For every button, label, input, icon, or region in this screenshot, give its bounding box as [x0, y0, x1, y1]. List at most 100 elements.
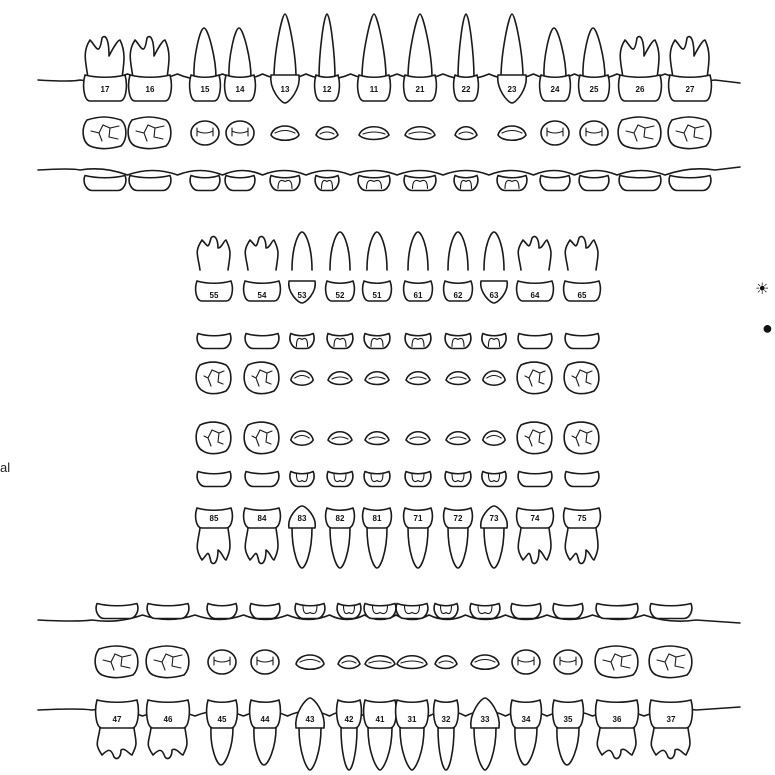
tooth-root — [620, 37, 659, 78]
occlusal-surface — [146, 646, 189, 678]
tooth-number: 73 — [490, 514, 499, 523]
occlusal-surface — [365, 432, 389, 445]
teeth: 1716151413121121222324252627555453525161… — [83, 14, 711, 770]
tooth-root — [85, 37, 124, 78]
tooth-number: 37 — [667, 715, 676, 724]
lingual-crown — [270, 176, 300, 191]
occlusal-surface — [128, 117, 171, 149]
occlusal-surface — [406, 432, 430, 445]
tooth-number: 44 — [261, 715, 270, 724]
lingual-crown — [245, 334, 279, 349]
tooth-root — [518, 528, 551, 564]
lingual-crown — [327, 334, 353, 349]
tooth-root — [274, 14, 296, 78]
lingual-crown — [337, 604, 361, 619]
lingual-crown — [579, 176, 609, 191]
occlusal-surface — [595, 646, 638, 678]
tooth-number: 72 — [454, 514, 463, 523]
tooth-root — [367, 232, 387, 270]
occlusal-surface — [455, 127, 477, 140]
tooth-number: 81 — [373, 514, 382, 523]
tooth-root — [211, 728, 233, 765]
tooth-root — [245, 236, 278, 270]
occlusal-surface — [316, 127, 338, 140]
occlusal-surface — [359, 127, 389, 140]
lingual-crown — [290, 334, 314, 349]
tooth-root — [474, 728, 496, 770]
tooth-number: 27 — [686, 85, 695, 94]
tooth-root — [448, 528, 468, 568]
lingual-crown — [511, 604, 541, 619]
occlusal-surface — [435, 656, 457, 669]
occlusal-surface — [483, 371, 505, 385]
occlusal-surface — [338, 656, 360, 669]
tooth-root — [565, 236, 598, 270]
tooth-root — [484, 528, 504, 568]
tooth-root — [484, 232, 504, 270]
tooth-number: 61 — [414, 291, 423, 300]
lingual-crown — [540, 176, 570, 191]
tooth-number: 41 — [376, 715, 385, 724]
tooth-number: 83 — [298, 514, 307, 523]
occlusal-surface — [328, 372, 352, 385]
tooth-root — [515, 728, 537, 765]
tooth-number: 17 — [101, 85, 110, 94]
tooth-root — [130, 37, 169, 78]
tooth-number: 63 — [490, 291, 499, 300]
occlusal-surface — [83, 117, 126, 149]
lingual-crown — [358, 176, 390, 191]
lingual-crown — [497, 176, 527, 191]
occlusal-surface — [405, 127, 435, 140]
tooth-root — [448, 232, 468, 270]
lingual-crown — [669, 176, 711, 191]
lingual-crown — [405, 334, 431, 349]
tooth-number: 74 — [531, 514, 540, 523]
tooth-number: 43 — [306, 715, 315, 724]
occlusal-surface — [517, 422, 552, 454]
lingual-crown — [245, 472, 279, 487]
lingual-crown — [96, 604, 138, 619]
occlusal-surface — [446, 372, 470, 385]
tooth-number: 54 — [258, 291, 267, 300]
occlusal-surface — [365, 656, 395, 669]
tooth-number: 24 — [551, 85, 560, 94]
tooth-root — [544, 28, 566, 78]
tooth-root — [518, 236, 551, 270]
lingual-crown — [518, 472, 552, 487]
tooth-number: 42 — [345, 715, 354, 724]
tooth-number: 46 — [164, 715, 173, 724]
tooth-number: 22 — [462, 85, 471, 94]
lingual-crown — [482, 334, 506, 349]
occlusal-surface — [483, 431, 505, 445]
occlusal-surface — [365, 372, 389, 385]
tooth-number: 13 — [281, 85, 290, 94]
lingual-crown — [565, 334, 599, 349]
tooth-root — [557, 728, 579, 765]
occlusal-surface — [517, 362, 552, 394]
tooth-number: 25 — [590, 85, 599, 94]
tooth-number: 84 — [258, 514, 267, 523]
tooth-root — [148, 728, 187, 759]
tooth-root — [400, 728, 424, 770]
tooth-root — [501, 14, 523, 78]
tooth-root — [341, 728, 357, 770]
lingual-crown — [565, 472, 599, 487]
occlusal-surface — [95, 646, 138, 678]
tooth-number: 35 — [564, 715, 573, 724]
occlusal-surface — [446, 432, 470, 445]
tooth-root — [565, 528, 598, 564]
tooth-number: 16 — [146, 85, 155, 94]
tooth-root — [670, 37, 709, 78]
tooth-number: 23 — [508, 85, 517, 94]
occlusal-surface — [397, 656, 427, 669]
lingual-crown — [364, 472, 390, 487]
tooth-number: 36 — [613, 715, 622, 724]
tooth-root — [299, 728, 321, 770]
lingual-crown — [553, 604, 583, 619]
lingual-crown — [147, 604, 189, 619]
tooth-root — [408, 14, 432, 78]
occlusal-surface — [244, 422, 279, 454]
lingual-crown — [405, 472, 431, 487]
tooth-number: 65 — [578, 291, 587, 300]
